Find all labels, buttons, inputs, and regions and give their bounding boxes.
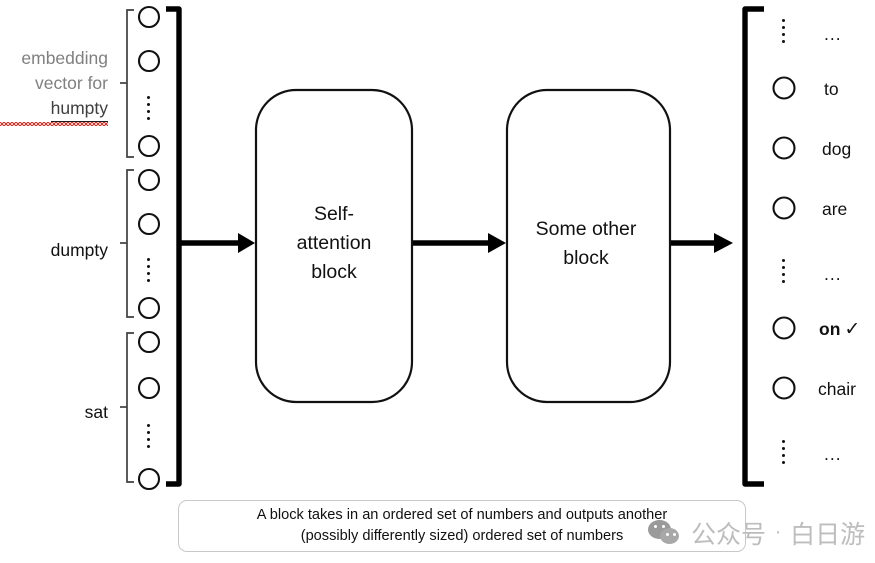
input-group-label-sat: sat — [84, 402, 108, 422]
caption-line-1: A block takes in an ordered set of numbe… — [256, 507, 668, 523]
vertical-ellipsis-icon — [782, 440, 785, 468]
arrow-input-to-self-attention — [180, 233, 255, 253]
block1-line-1: Self- — [313, 203, 355, 225]
emb-label-line-2: vector for — [35, 73, 108, 93]
block2-line-1: Some other — [535, 218, 637, 240]
input-bundle-bracket — [166, 6, 182, 487]
neuron-chair — [772, 376, 796, 400]
neuron — [137, 467, 161, 491]
input-group-label-dumpty: dumpty — [50, 240, 108, 260]
output-neurons — [772, 76, 796, 400]
neuron — [137, 134, 161, 158]
neuron — [137, 330, 161, 354]
emb-label-line-1: embedding — [21, 48, 108, 68]
self-attention-block — [254, 88, 414, 404]
spellcheck-underline — [0, 122, 108, 126]
output-word-dog: dog — [822, 139, 852, 159]
input-group-dumpty — [120, 168, 161, 320]
block1-line-2: attention — [296, 232, 372, 254]
vertical-ellipsis-icon — [147, 424, 150, 452]
neuron — [137, 49, 161, 73]
arrow-self-attention-to-some-other — [413, 233, 506, 253]
vertical-ellipsis-icon — [782, 259, 785, 287]
neuron-to — [772, 76, 796, 100]
output-row-ellipsis-top: ... — [824, 24, 842, 44]
vertical-ellipsis-icon — [782, 19, 785, 47]
neuron-on — [772, 316, 796, 340]
check-icon: ✓ — [844, 319, 861, 340]
neuron-are — [772, 196, 796, 220]
output-word-on-text: on — [819, 319, 841, 339]
some-other-block-label: Some other block — [502, 215, 670, 273]
output-row-ellipsis-middle: ... — [824, 264, 842, 284]
output-word-are: are — [822, 199, 848, 219]
output-row-ellipsis-bottom: ... — [824, 444, 842, 464]
input-group-humpty — [120, 5, 161, 158]
neuron — [137, 212, 161, 236]
neuron — [137, 296, 161, 320]
output-word-chair: chair — [818, 379, 856, 399]
neuron-dog — [772, 136, 796, 160]
vertical-ellipsis-icon — [147, 96, 150, 124]
some-other-block — [505, 88, 672, 404]
input-group-sat — [120, 330, 161, 491]
caption-line-2: (possibly differently sized) ordered set… — [300, 528, 624, 544]
output-bundle-bracket — [742, 6, 764, 487]
neuron — [137, 168, 161, 192]
output-word-to: to — [824, 79, 839, 99]
block2-line-2: block — [563, 247, 609, 269]
vertical-ellipsis-icon — [147, 258, 150, 286]
neuron — [137, 376, 161, 400]
output-word-on: on✓ — [819, 318, 860, 341]
block1-line-3: block — [311, 261, 357, 283]
arrow-some-other-to-output — [671, 233, 733, 253]
self-attention-block-label: Self- attention block — [256, 200, 412, 287]
caption-box: A block takes in an ordered set of numbe… — [178, 500, 746, 552]
emb-label-line-3: humpty — [50, 96, 108, 122]
neuron — [137, 5, 161, 29]
input-group-label-humpty: embedding vector for humpty — [0, 46, 108, 126]
